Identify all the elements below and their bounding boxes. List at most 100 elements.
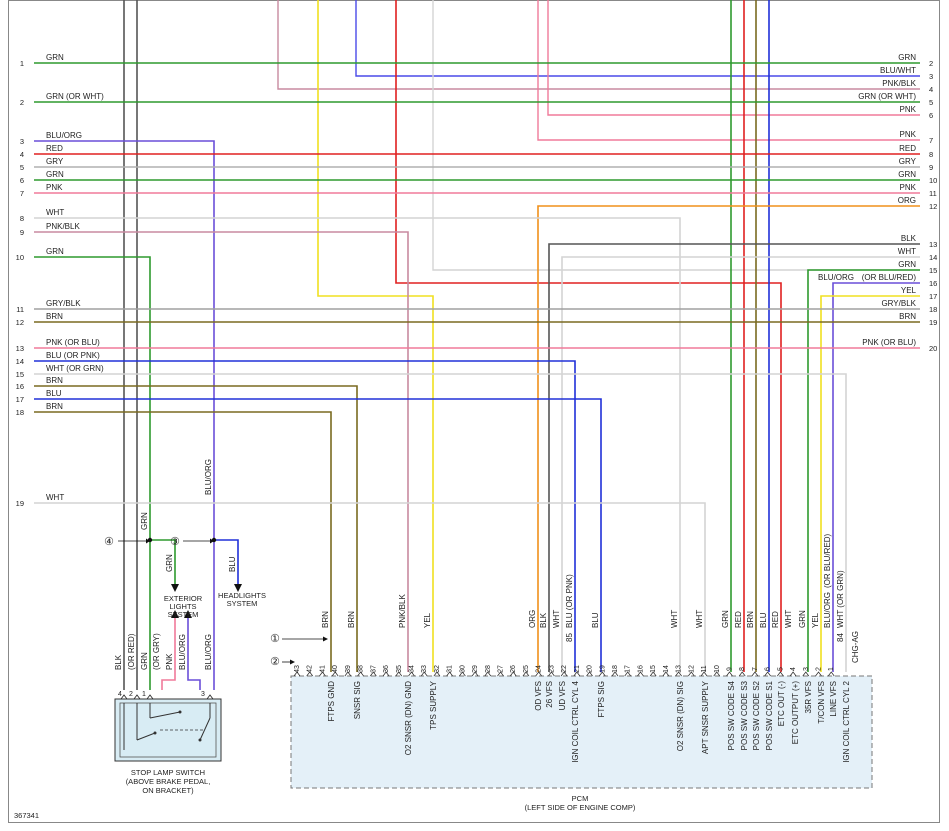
- wire-color-label: BRN: [347, 611, 356, 628]
- wire-color-label: BLU/ORG: [204, 634, 213, 670]
- right-label-bluorg: BLU/ORG: [818, 273, 854, 282]
- pcm-pin-chevron: [548, 671, 555, 677]
- pcm-pin-number: 9: [726, 667, 733, 671]
- wire-row16: [34, 385, 358, 672]
- callout-2-head: [290, 659, 295, 665]
- left-wire-label: PNK: [46, 183, 63, 192]
- pcm-function-label: TPS SUPPLY: [429, 680, 438, 729]
- exterior-lights-line2: LIGHTS: [169, 602, 196, 611]
- pcm-pin-number: 3: [803, 667, 810, 671]
- pcm-pin-chevron: [446, 671, 453, 677]
- right-wire-number: 15: [929, 266, 937, 275]
- right-wire-number: 4: [929, 85, 933, 94]
- right-wire-number: 14: [929, 253, 937, 262]
- wire-color-label: 84: [836, 633, 845, 642]
- exterior-lights-line1: EXTERIOR: [164, 594, 203, 603]
- pcm-pin-chevron: [764, 671, 771, 677]
- right-wire-label: YEL: [901, 286, 917, 295]
- right-wire-number: 6: [929, 111, 933, 120]
- wire-blk-13: [548, 243, 920, 672]
- pcm-pin-number: 25: [523, 665, 530, 673]
- pcm-pin-chevron: [827, 671, 835, 677]
- pcm-pin-number: 28: [485, 665, 492, 673]
- pcm-function-label: APT SNSR SUPPLY: [701, 680, 710, 754]
- pcm-pin-chevron: [293, 671, 301, 677]
- wire-pnk-switch: [161, 612, 176, 690]
- pcm-pin-chevron: [713, 671, 721, 677]
- right-wire-label: ORG: [898, 196, 916, 205]
- callout-4-head: [146, 538, 150, 544]
- switch-title-1: STOP LAMP SWITCH: [131, 768, 205, 777]
- wire-bluorg-switch: [187, 612, 201, 690]
- pcm-pin-chevron: [688, 671, 695, 677]
- left-wire-label: BRN: [46, 312, 63, 321]
- diagram-frame: [8, 0, 940, 823]
- pcm-pin-chevron: [484, 671, 492, 677]
- left-wire-label: RED: [46, 144, 63, 153]
- pcm-pin-chevron: [751, 671, 759, 677]
- wire-color-label: YEL: [811, 612, 820, 628]
- left-wire-number: 9: [20, 228, 24, 237]
- wire-bluorg-16: [832, 282, 920, 672]
- wire-yel-top: [317, 0, 434, 672]
- headlights-line2: SYSTEM: [227, 599, 258, 608]
- right-wire-number: 19: [929, 318, 937, 327]
- switch-pin-2: 2: [129, 691, 133, 698]
- pcm-pin-number: 34: [408, 665, 415, 673]
- pcm-pin-number: 31: [447, 665, 454, 673]
- wire-color-label: YEL: [423, 612, 432, 628]
- pcm-pin-number: 6: [765, 667, 772, 671]
- left-wire-label: BLU (OR PNK): [46, 351, 100, 360]
- wire-color-label: BLU: [228, 556, 237, 572]
- pcm-pin-number: 13: [676, 665, 683, 673]
- pcm-pin-chevron: [471, 671, 479, 677]
- pcm-pin-number: 4: [790, 667, 797, 671]
- pcm-pin-number: 41: [319, 665, 326, 673]
- left-wire-number: 18: [16, 408, 24, 417]
- pcm-pin-chevron: [662, 671, 670, 677]
- pcm-function-label: T/CON VFS: [817, 681, 826, 724]
- pcm-function-label: FTPS GND: [327, 681, 336, 722]
- pcm-pin-number: 15: [650, 665, 657, 673]
- pcm-pin-number: 16: [637, 665, 644, 673]
- wire-org-12: [537, 205, 920, 672]
- right-wire-number: 10: [929, 176, 937, 185]
- left-wire-label: BLU: [46, 389, 62, 398]
- pcm-pin-number: 18: [612, 665, 619, 673]
- wire-color-label: (OR RED): [127, 633, 136, 670]
- wire-color-label: BRN: [746, 611, 755, 628]
- left-wire-number: 2: [20, 98, 24, 107]
- pcm-pin-number: 12: [688, 665, 695, 673]
- pcm-pin-chevron: [344, 671, 352, 677]
- wire-row17: [34, 398, 602, 672]
- wire-wht-top: [432, 0, 920, 271]
- wire-pnk-top2: [547, 0, 920, 116]
- switch-title-3: ON BRACKET): [142, 786, 194, 795]
- pcm-pin-number: 1: [828, 667, 835, 671]
- right-wire-number: 17: [929, 292, 937, 301]
- figure-id: 367341: [14, 811, 39, 820]
- right-wire-number: 16: [929, 279, 937, 288]
- callout-1-head: [323, 636, 328, 642]
- wire-grn-to-exterior: [150, 539, 176, 590]
- headlights-line1: HEADLIGHTS: [218, 591, 266, 600]
- switch-blade-2: [199, 717, 211, 741]
- wire-color-label: BLU/ORG: [204, 459, 213, 495]
- pcm-function-label: UD VFS: [558, 681, 567, 710]
- pcm-pin-number: 14: [663, 665, 670, 673]
- pcm-pin-number: 27: [498, 665, 505, 673]
- pcm-pin-number: 35: [396, 665, 403, 673]
- wire-color-label: BLU (OR PNK): [565, 574, 574, 628]
- pcm-pin-number: 29: [472, 665, 479, 673]
- wire-color-label: 85: [565, 633, 574, 642]
- right-wire-label: PNK: [900, 130, 917, 139]
- pcm-pin-chevron: [497, 671, 504, 677]
- left-wire-number: 6: [20, 176, 24, 185]
- left-wire-label: GRN: [46, 53, 64, 62]
- pcm-pin-chevron: [535, 671, 542, 677]
- switch-node-c: [153, 731, 157, 735]
- pcm-pin-number: 24: [536, 665, 543, 673]
- pcm-pin-chevron: [726, 671, 733, 677]
- stop-lamp-switch-body: [114, 698, 222, 762]
